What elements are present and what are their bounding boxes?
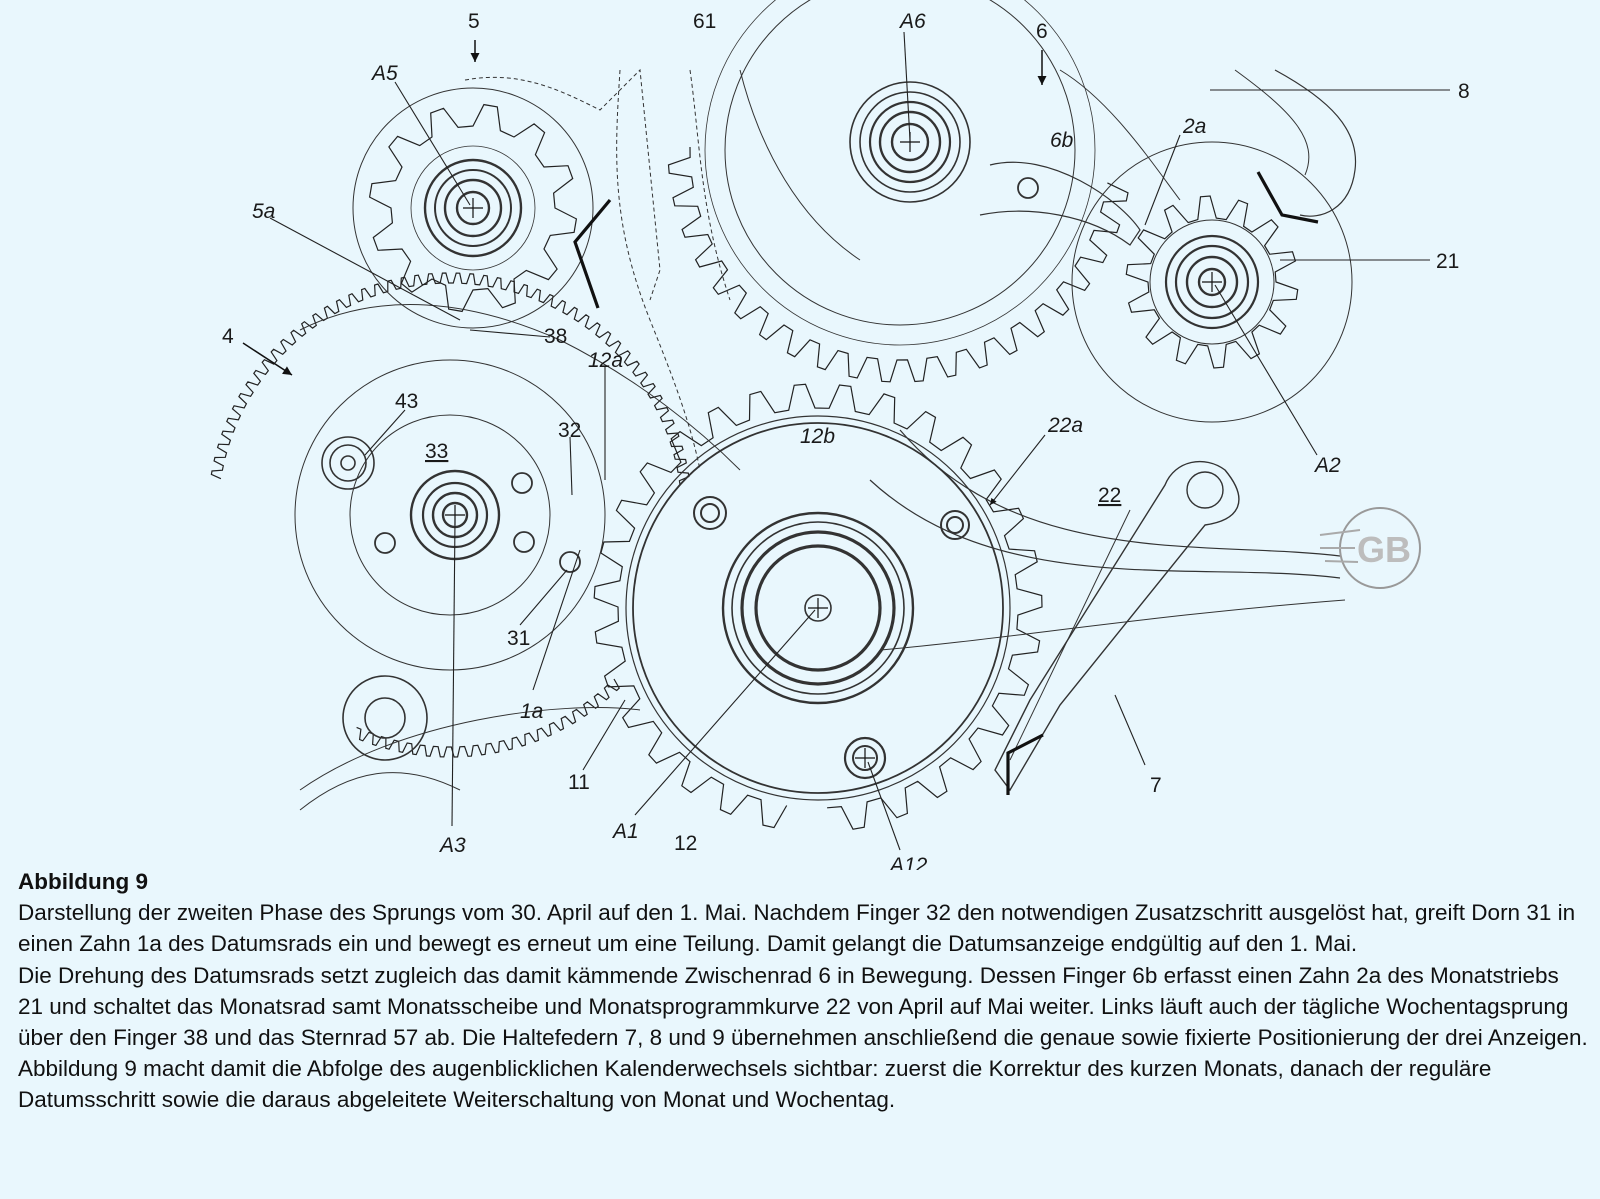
label-12b: 12b <box>800 425 835 448</box>
label-A12: A12 <box>888 854 928 870</box>
label-A2: A2 <box>1313 454 1341 477</box>
wheel-4-teeth <box>210 272 690 486</box>
label-8: 8 <box>1458 80 1470 103</box>
wheel-4-teeth-lower <box>356 678 620 758</box>
caption-paragraph-3: Abbildung 9 macht damit die Abfolge des … <box>18 1056 1492 1113</box>
figure-caption: Abbildung 9 Darstellung der zweiten Phas… <box>18 866 1588 1116</box>
label-11: 11 <box>568 771 590 794</box>
label-21: 21 <box>1436 250 1459 273</box>
label-43: 43 <box>395 390 418 413</box>
label-A5: A5 <box>370 62 398 85</box>
label-2a: 2a <box>1182 115 1206 138</box>
jumper-springs <box>573 171 1319 795</box>
wheel-5-pinion <box>368 103 578 313</box>
caption-paragraph-1: Darstellung der zweiten Phase des Sprung… <box>18 900 1576 957</box>
label-38: 38 <box>544 325 567 348</box>
label-5a: 5a <box>252 200 275 223</box>
caption-paragraph-2: Die Drehung des Datumsrads setzt zugleic… <box>18 962 1588 1051</box>
label-61: 61 <box>693 10 716 33</box>
label-22: 22 <box>1098 484 1121 507</box>
wheel-6-teeth <box>667 146 1129 383</box>
label-4: 4 <box>222 325 234 348</box>
direction-arrows <box>242 40 1047 376</box>
label-12: 12 <box>674 832 697 855</box>
label-22a: 22a <box>1047 414 1083 437</box>
mechanism-outlines <box>294 0 1357 811</box>
svg-text:GB: GB <box>1357 529 1411 570</box>
label-31: 31 <box>507 627 530 650</box>
label-33: 33 <box>425 440 448 463</box>
label-5: 5 <box>468 10 480 33</box>
part-labels: 5 61 A6 6 8 A5 6b 2a 5a 21 4 38 12a 43 3… <box>222 10 1470 870</box>
logo: GB <box>1319 507 1421 589</box>
axis-crosshairs <box>445 132 1222 768</box>
date-wheel-11-teeth <box>593 383 1043 830</box>
technical-drawing: GB 5 61 A6 6 8 A5 6b 2a 5a 21 4 38 12a 4… <box>210 0 1470 870</box>
label-6b: 6b <box>1050 129 1074 152</box>
label-A3: A3 <box>438 834 466 857</box>
label-A6: A6 <box>898 10 926 33</box>
caption-title: Abbildung 9 <box>18 869 148 894</box>
label-1a: 1a <box>520 700 543 723</box>
label-6: 6 <box>1036 20 1048 43</box>
leader-lines <box>269 31 1450 851</box>
label-32: 32 <box>558 419 581 442</box>
label-A1: A1 <box>611 820 639 843</box>
label-7: 7 <box>1150 774 1162 797</box>
label-12a: 12a <box>588 349 623 372</box>
